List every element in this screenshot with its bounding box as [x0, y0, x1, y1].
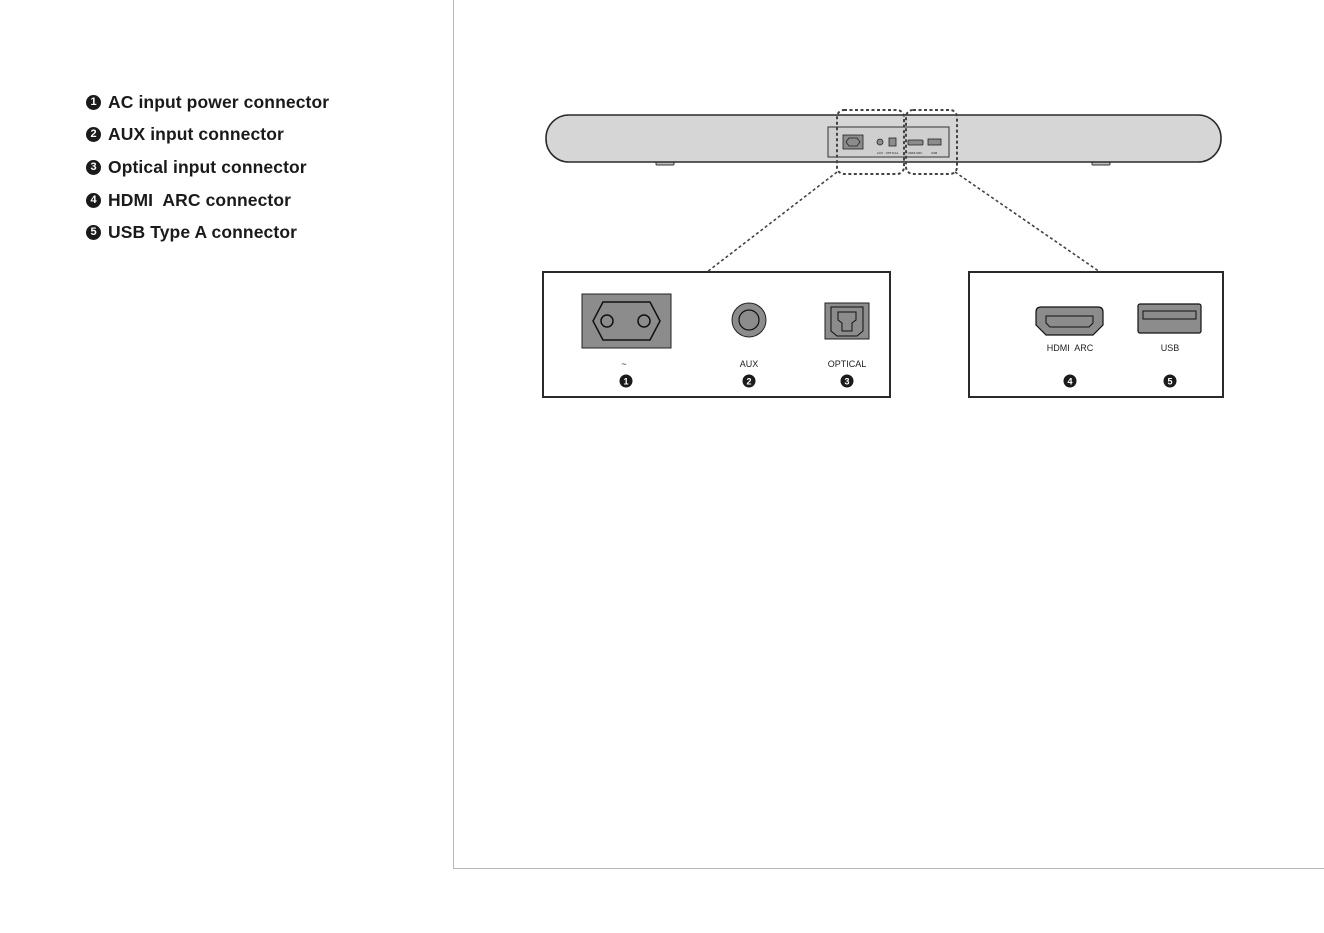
port-label-aux: AUX — [740, 359, 759, 369]
port-label-usb: USB — [1161, 343, 1180, 353]
leader-line-right — [955, 172, 1100, 272]
detail-panel-right — [969, 272, 1223, 397]
port-label-hdmi: HDMI ARC — [1047, 343, 1094, 353]
mini-aux-port-icon — [877, 139, 883, 145]
mini-label-usb: USB — [931, 151, 937, 155]
number-badge-1-text: 1 — [623, 377, 628, 387]
mini-label-optical: OPTICAL — [886, 151, 899, 155]
number-badge-4-text: 4 — [1067, 377, 1072, 387]
optical-port-icon — [825, 303, 869, 339]
port-label-ac: ~ — [621, 359, 626, 369]
number-badge-3-text: 3 — [844, 377, 849, 387]
number-badge-2-text: 2 — [746, 377, 751, 387]
leader-line-left — [707, 172, 837, 272]
mini-optical-port-icon — [889, 138, 896, 146]
mini-label-aux: AUX — [877, 151, 883, 155]
mini-usb-port-icon — [928, 139, 941, 145]
port-label-optical: OPTICAL — [828, 359, 867, 369]
mini-label-hdmi: HDMI ARC — [908, 151, 924, 155]
number-badge-5-text: 5 — [1167, 377, 1172, 387]
aux-jack-icon — [739, 310, 759, 330]
mini-hdmi-port-icon — [908, 140, 923, 145]
